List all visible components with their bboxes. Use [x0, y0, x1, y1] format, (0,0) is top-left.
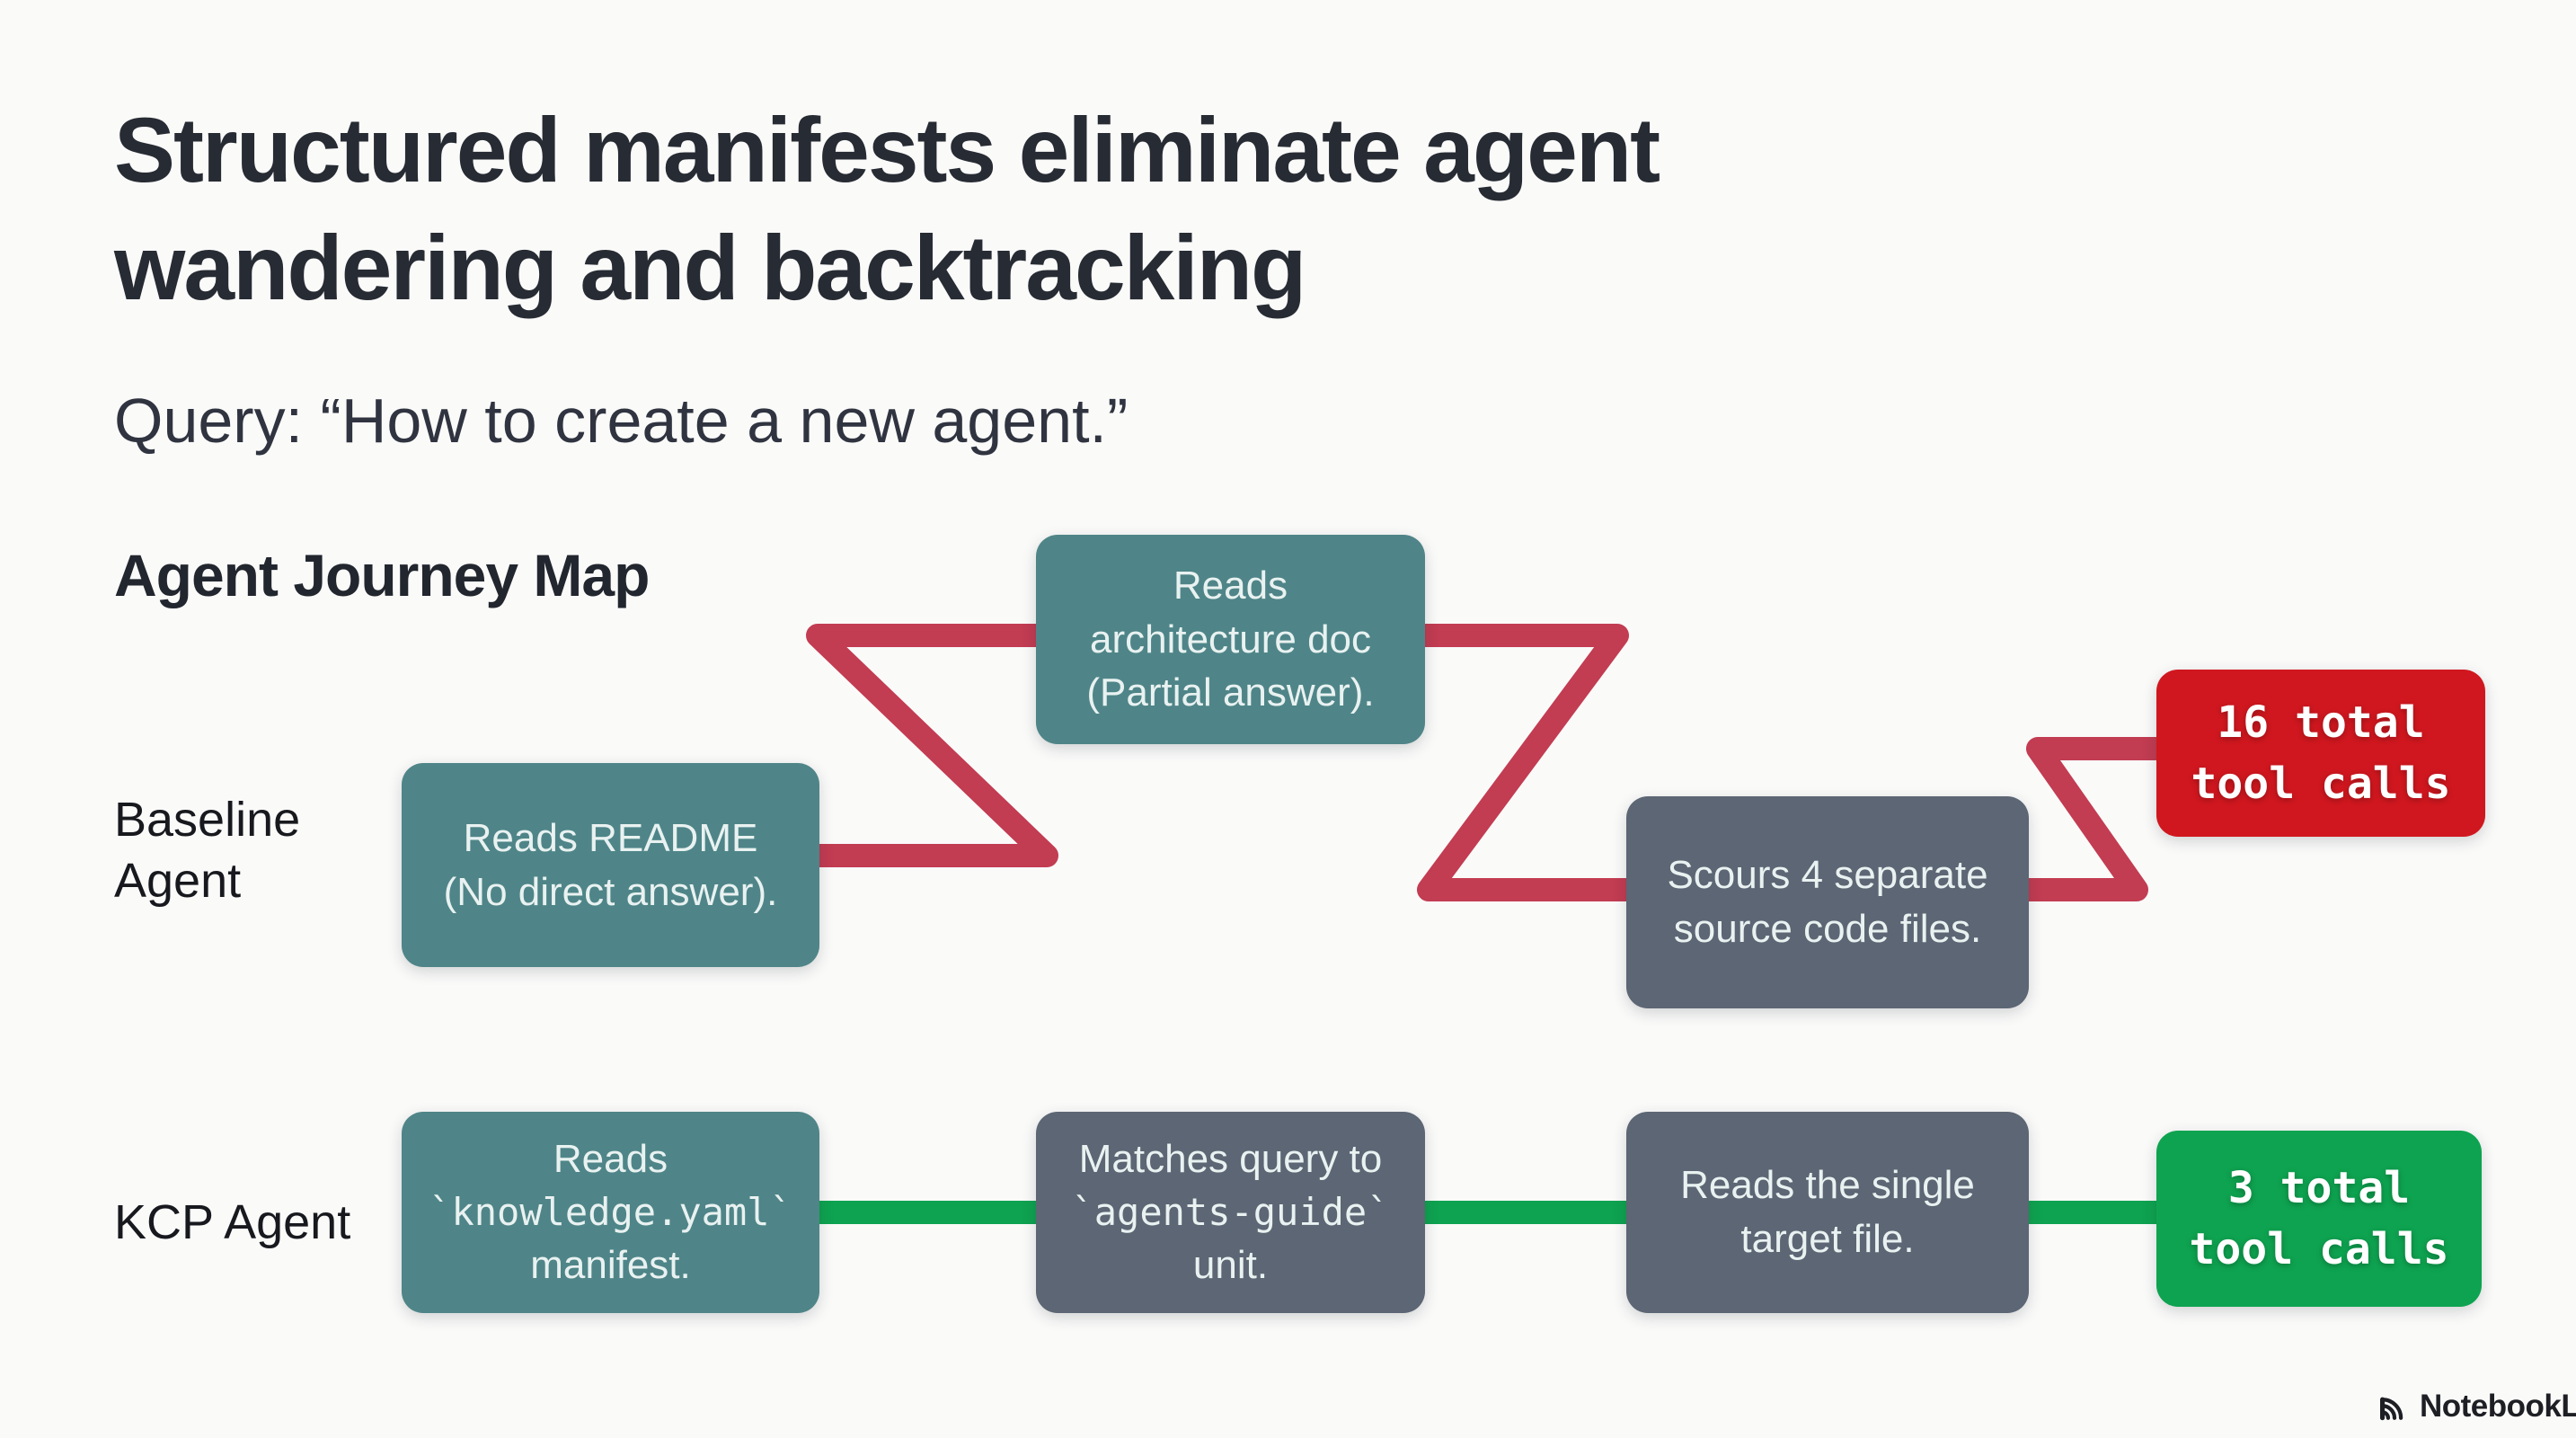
result-text-line: 3 total [2227, 1162, 2411, 1213]
result-text-line: tool calls [2189, 1224, 2449, 1274]
result-text-line: tool calls [2191, 759, 2451, 809]
query-text: Query: “How to create a new agent.” [114, 386, 1129, 456]
journey-map-heading: Agent Journey Map [114, 542, 650, 608]
notebooklm-brand: NotebookLM [2377, 1389, 2576, 1425]
step-text-line: Reads [553, 1136, 668, 1181]
step-text-line: (Partial answer). [1086, 670, 1375, 715]
step-node-scours-source-files: Scours 4 separate source code files. [1626, 796, 2029, 1008]
step-text-line: manifest. [530, 1243, 691, 1288]
step-node-reads-readme: Reads README (No direct answer). [402, 763, 819, 967]
step-text-line: target file. [1740, 1217, 1915, 1261]
notebooklm-wordmark: NotebookLM [2420, 1389, 2576, 1424]
step-text-line: Reads README [463, 815, 758, 860]
step-text-line: Scours 4 separate [1667, 853, 1988, 898]
baseline-zigzag-path [801, 624, 2170, 901]
step-text-line-code: `knowledge.yaml` [429, 1189, 792, 1234]
step-text-line: architecture doc [1089, 617, 1372, 661]
step-text-line: Matches query to [1078, 1136, 1383, 1181]
step-text-line: (No direct answer). [443, 869, 778, 914]
step-node-reads-single-target-file: Reads the single target file. [1626, 1112, 2029, 1313]
page-title: Structured manifests eliminate agent wan… [114, 99, 1660, 319]
result-badge-baseline-tool-calls: 16 total tool calls [2156, 670, 2485, 837]
result-badge-kcp-tool-calls: 3 total tool calls [2156, 1131, 2482, 1307]
baseline-agent-row-label: Baseline Agent [114, 793, 301, 909]
result-text-line: 16 total [2217, 697, 2425, 748]
kcp-agent-row-label: KCP Agent [114, 1195, 351, 1249]
step-node-reads-architecture-doc: Reads architecture doc (Partial answer). [1036, 535, 1425, 744]
step-node-reads-knowledge-yaml: Reads `knowledge.yaml` manifest. [402, 1112, 819, 1313]
step-text-line-code: `agents-guide` [1071, 1189, 1390, 1234]
step-text-line: Reads the single [1680, 1163, 1975, 1208]
notebooklm-icon [2379, 1397, 2403, 1421]
step-text-line: unit. [1192, 1243, 1269, 1288]
step-text-line: Reads [1173, 563, 1288, 608]
step-node-matches-query-to-unit: Matches query to `agents-guide` unit. [1036, 1112, 1425, 1313]
step-text-line: source code files. [1673, 907, 1982, 951]
